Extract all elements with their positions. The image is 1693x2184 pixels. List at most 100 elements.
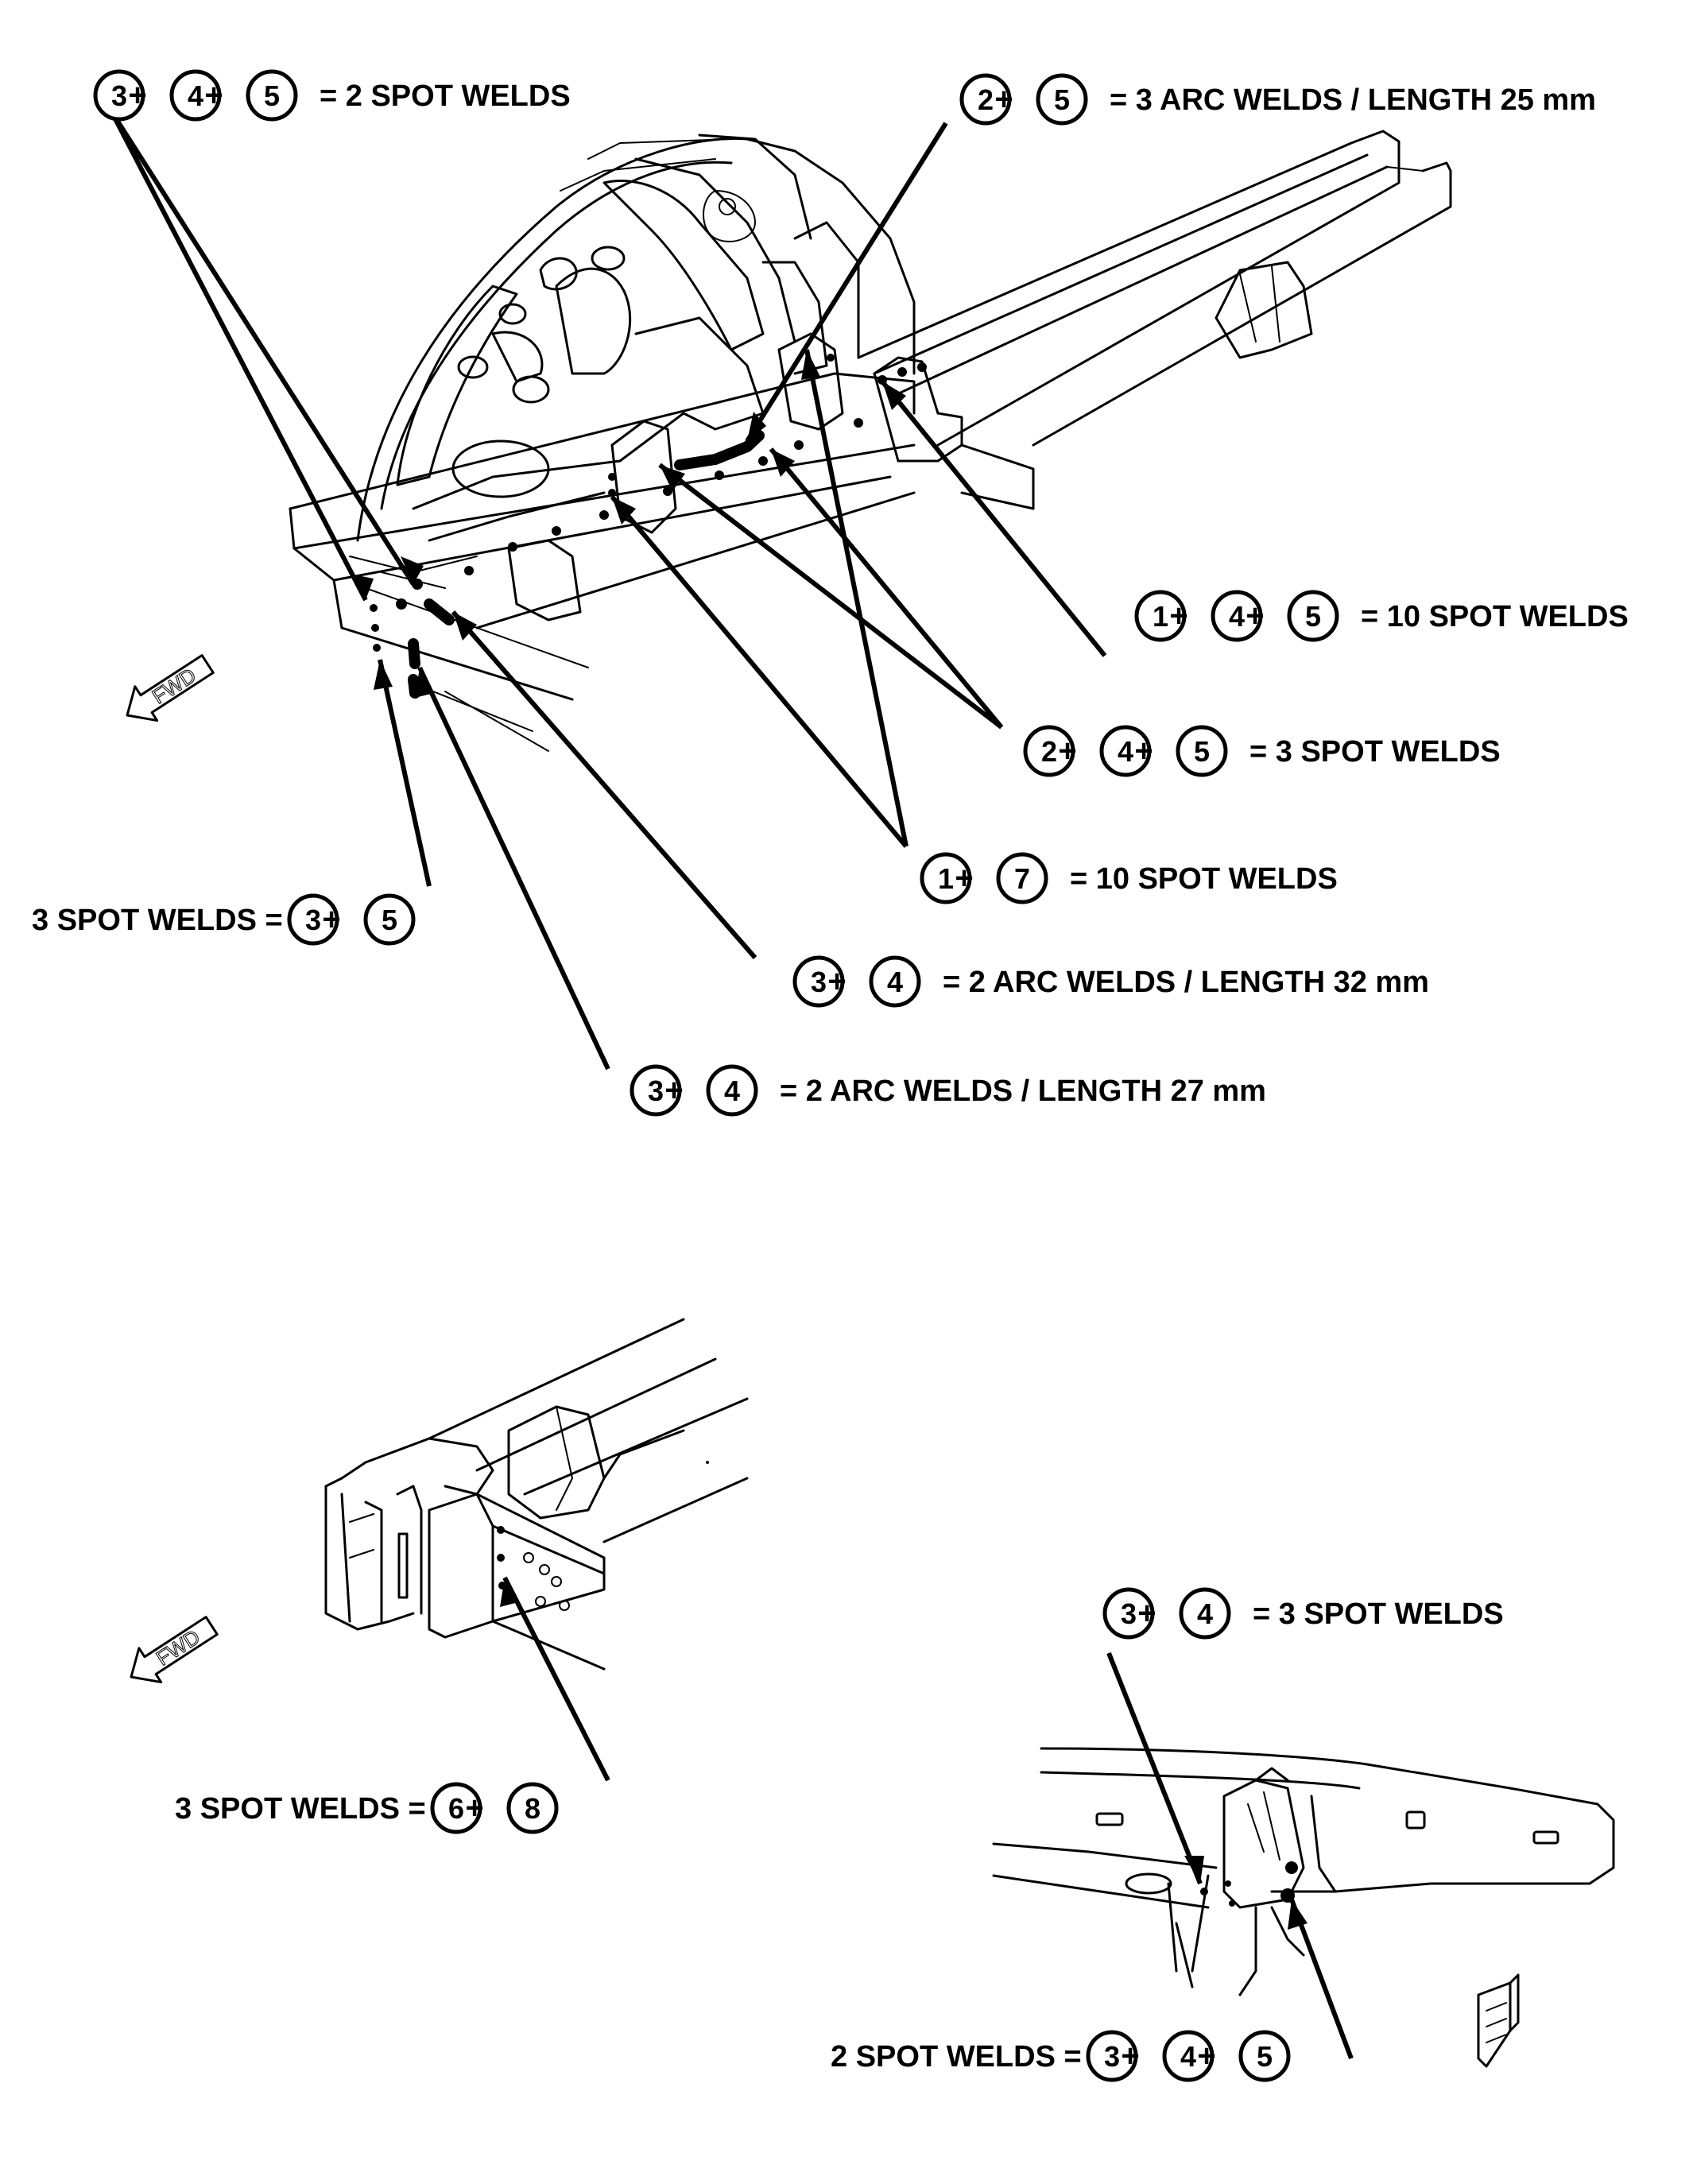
leader-6-8 <box>502 1576 610 1782</box>
part-number: 6 <box>448 1792 464 1825</box>
callout-1: 3+4+5= 2 SPOT WELDS <box>93 69 571 122</box>
plus-sign: + <box>827 964 846 999</box>
plus-sign: + <box>955 861 973 896</box>
part-number-circle <box>1086 2030 1138 2082</box>
part-number-circle <box>246 69 298 122</box>
callout-text: 2 SPOT WELDS = <box>831 2040 1082 2074</box>
plus-sign: + <box>1197 2039 1215 2074</box>
part-number-circle <box>996 852 1048 904</box>
plus-sign: + <box>465 1791 483 1826</box>
part-number-circle <box>1102 1587 1155 1640</box>
part-number: 4 <box>1229 600 1245 633</box>
part-number-circle <box>1099 725 1152 777</box>
part-number-circle <box>1287 590 1339 642</box>
plus-sign: + <box>994 82 1013 117</box>
plus-sign: + <box>1137 1596 1156 1631</box>
part-number: 3 <box>648 1075 664 1107</box>
part-number: 5 <box>382 904 397 936</box>
callout-5: 1+7 = 10 SPOT WELDS <box>920 852 1338 904</box>
callout-text: = 3 ARC WELDS / LENGTH 25 mm <box>1110 83 1596 117</box>
part-number-circle <box>630 1064 682 1117</box>
callout-text: = 3 SPOT WELDS <box>1253 1597 1504 1631</box>
plus-sign: + <box>1134 734 1153 769</box>
part-number-circle <box>869 955 921 1008</box>
part-number: 4 <box>887 966 903 998</box>
part-number-circle <box>169 69 222 122</box>
part-number: 7 <box>1014 862 1030 895</box>
part-number-circle <box>506 1782 559 1834</box>
part-number-circle <box>959 73 1012 126</box>
part-number: 5 <box>1054 83 1070 116</box>
part-number-circle <box>363 893 416 946</box>
lower-left-rail-assembly <box>324 1318 749 1671</box>
part-number-circle <box>287 893 339 946</box>
part-number: 2 <box>978 83 994 116</box>
part-number-circle <box>1211 590 1263 642</box>
fwd-label-top: FWD <box>148 663 200 708</box>
callout-2: 2+5 = 3 ARC WELDS / LENGTH 25 mm <box>959 73 1596 126</box>
callout-11: 2 SPOT WELDS =3+4+5 <box>831 2030 1291 2082</box>
part-number-circle <box>920 852 972 904</box>
callout-9: 3 SPOT WELDS = 6+8 <box>175 1782 559 1834</box>
callout-text: = 10 SPOT WELDS <box>1070 862 1338 896</box>
callout-10: 3+4 = 3 SPOT WELDS <box>1102 1587 1504 1640</box>
fwd-arrow-top: FWD <box>126 654 215 722</box>
callout-6: 3 SPOT WELDS = 3+5 <box>32 893 416 946</box>
part-number-circle <box>93 69 145 122</box>
part-number: 8 <box>525 1792 540 1825</box>
fwd-arrow-lower: FWD <box>130 1616 219 1684</box>
part-number: 2 <box>1041 735 1057 768</box>
part-number: 4 <box>1180 2040 1196 2073</box>
part-number: 3 <box>305 904 321 936</box>
callout-3: 1+4+5= 10 SPOT WELDS <box>1134 590 1629 642</box>
part-number: 4 <box>188 79 203 112</box>
callout-text: 3 SPOT WELDS = <box>175 1792 426 1826</box>
plus-sign: + <box>1246 598 1264 633</box>
fwd-arrow-lower-right <box>1477 1973 1520 2068</box>
callout-text: = 2 SPOT WELDS <box>320 79 571 113</box>
part-number-circle <box>1179 1587 1231 1640</box>
plus-sign: + <box>1058 734 1076 769</box>
leader-3-4-5-right <box>1289 1898 1354 2060</box>
part-number-circle <box>1162 2030 1215 2082</box>
part-number: 1 <box>1153 600 1168 633</box>
fwd-label-lower: FWD <box>152 1624 204 1670</box>
plus-sign: + <box>322 902 340 937</box>
part-number: 4 <box>1118 735 1133 768</box>
part-number: 4 <box>724 1075 740 1107</box>
part-number: 3 <box>1121 1597 1137 1630</box>
part-number-circle <box>1134 590 1187 642</box>
part-number-circle <box>1023 725 1075 777</box>
callout-text: = 3 SPOT WELDS <box>1249 735 1501 769</box>
part-number-circle <box>430 1782 482 1834</box>
callout-4: 2+4+5= 3 SPOT WELDS <box>1023 725 1501 777</box>
callout-8: 3+4= 2 ARC WELDS / LENGTH 27 mm <box>630 1064 1266 1117</box>
part-number: 5 <box>1257 2040 1273 2073</box>
part-number-circle <box>1036 73 1088 126</box>
part-number: 4 <box>1197 1597 1213 1630</box>
callout-7: 3+4 = 2 ARC WELDS / LENGTH 32 mm <box>792 955 1429 1008</box>
top-arc-welds <box>408 430 765 699</box>
part-number-circle <box>1238 2030 1291 2082</box>
plus-sign: + <box>1121 2039 1139 2074</box>
callout-text: = 10 SPOT WELDS <box>1361 600 1629 633</box>
callout-text: 3 SPOT WELDS = <box>32 904 283 937</box>
plus-sign: + <box>128 78 146 113</box>
part-number-circle <box>706 1064 758 1117</box>
part-number: 3 <box>111 79 127 112</box>
leader-3-4-right <box>1106 1652 1203 1885</box>
part-number-circle <box>792 955 845 1008</box>
callout-text: = 2 ARC WELDS / LENGTH 32 mm <box>943 966 1429 999</box>
part-number: 3 <box>811 966 827 998</box>
plus-sign: + <box>1169 598 1187 633</box>
lower-right-rail-assembly <box>992 1747 1615 1996</box>
part-number: 5 <box>264 79 280 112</box>
part-number: 5 <box>1305 600 1321 633</box>
part-number-circle <box>1176 725 1228 777</box>
top-leader-lines <box>109 110 1107 1071</box>
callout-text: = 2 ARC WELDS / LENGTH 27 mm <box>780 1075 1266 1108</box>
part-number: 1 <box>938 862 954 895</box>
